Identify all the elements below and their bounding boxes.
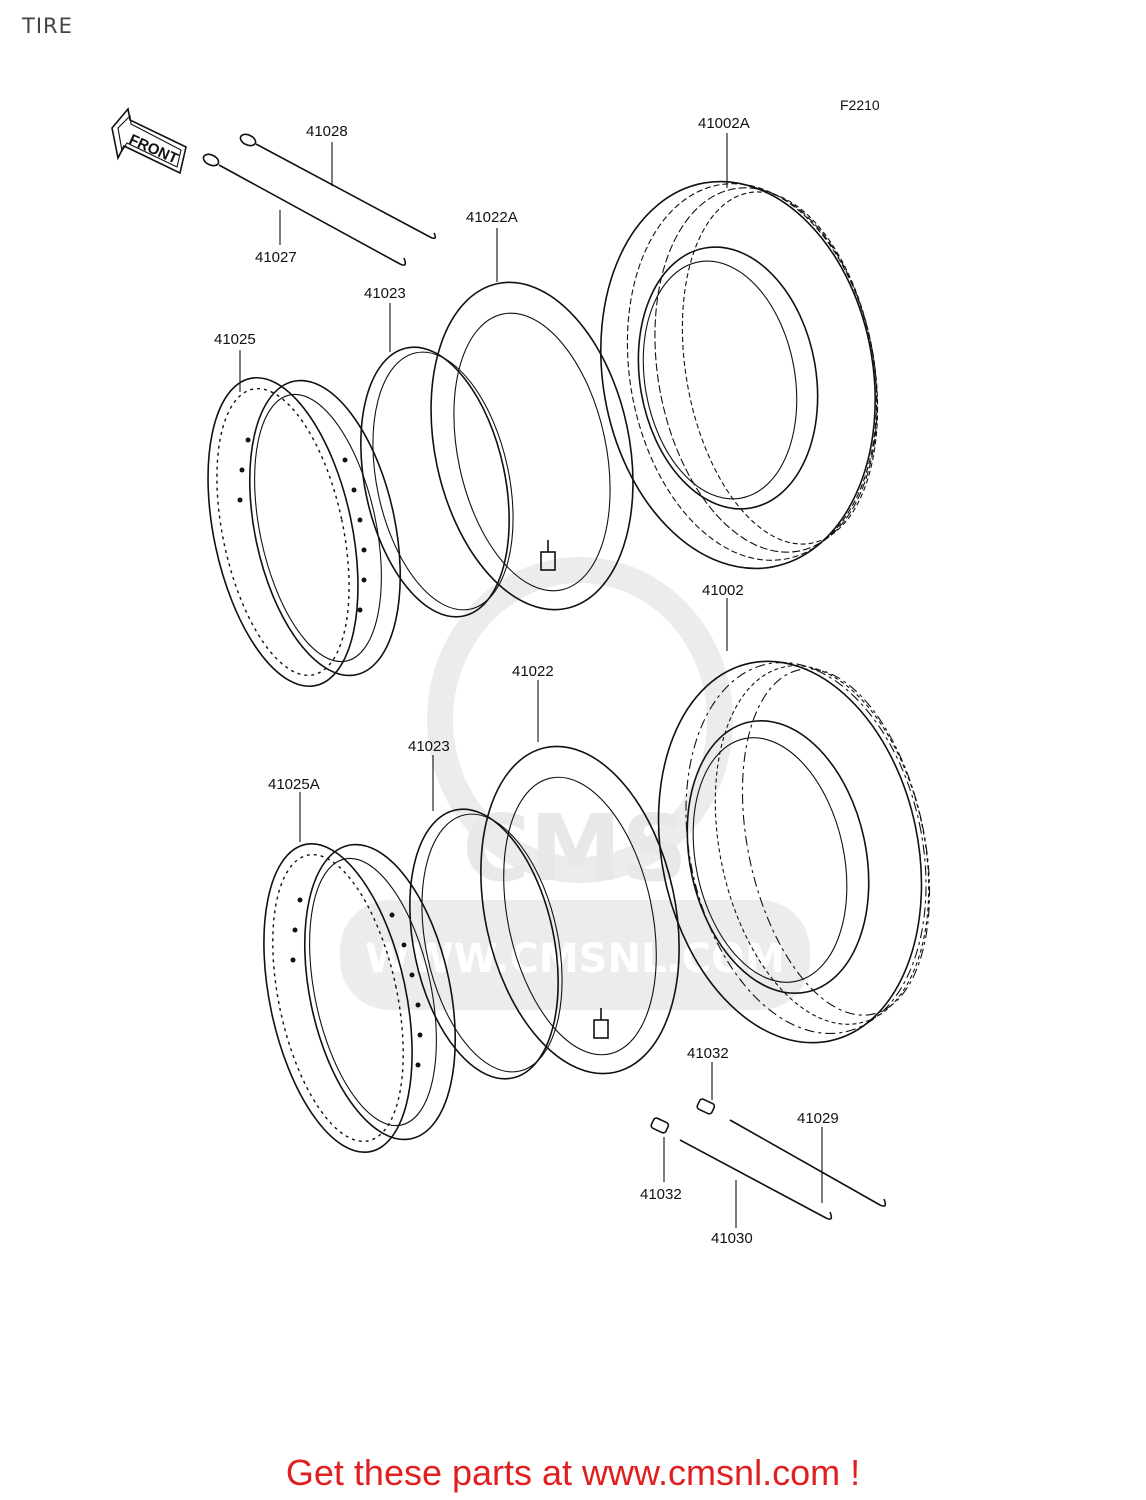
front-arrow-label: FRONT: [126, 131, 180, 168]
part-label-41002: 41002: [702, 582, 744, 599]
part-label-41032-bottom: 41032: [640, 1186, 682, 1203]
nipple-41032-bottom: [650, 1117, 670, 1134]
rim-41025A: [263, 842, 457, 1154]
part-label-41023-top: 41023: [364, 285, 406, 302]
spoke-41027: [202, 153, 407, 266]
nipple-41032-top: [696, 1098, 716, 1115]
rim-band-41023-bottom: [409, 808, 563, 1080]
footer-link-text[interactable]: Get these parts at www.cmsnl.com !: [285, 1452, 861, 1493]
part-label-41027: 41027: [255, 249, 297, 266]
part-label-41029: 41029: [797, 1110, 839, 1127]
inner-tube-41022A: [430, 281, 634, 611]
figure-code: F2210: [840, 97, 880, 113]
part-label-41002A: 41002A: [698, 115, 750, 132]
part-label-41032-top: 41032: [687, 1045, 729, 1062]
part-label-41022A: 41022A: [466, 209, 518, 226]
tire-41002A: [600, 180, 879, 570]
spoke-41030: [679, 1139, 833, 1220]
leader-lines: [239, 133, 823, 1228]
rim-41025: [207, 376, 402, 688]
part-label-41030: 41030: [711, 1230, 753, 1247]
watermark: CMS WWW.CMSNL.COM: [340, 557, 810, 1010]
inner-tube-41022: [480, 745, 680, 1075]
part-label-41022: 41022: [512, 663, 554, 680]
watermark-url: WWW.CMSNL.COM: [365, 936, 785, 982]
part-label-41023-bottom: 41023: [408, 738, 450, 755]
spoke-41029: [729, 1119, 887, 1207]
part-label-41028: 41028: [306, 123, 348, 140]
part-label-41025: 41025: [214, 331, 256, 348]
page-title: TIRE: [22, 14, 73, 38]
part-label-41025A: 41025A: [268, 776, 320, 793]
rim-band-41023-top: [360, 346, 514, 618]
watermark-brand: CMS: [462, 795, 687, 902]
front-arrow-icon: FRONT: [111, 107, 187, 175]
spoke-41028: [239, 133, 437, 240]
tire-41002: [657, 660, 931, 1044]
